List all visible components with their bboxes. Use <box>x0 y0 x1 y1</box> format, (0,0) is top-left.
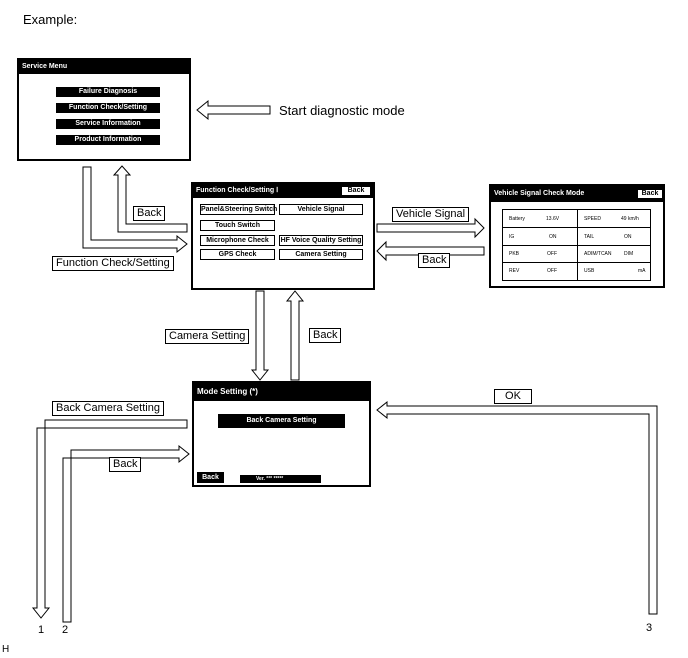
vehicle-signal-title: Vehicle Signal Check Mode <box>491 186 663 202</box>
back-label-4: Back <box>109 457 142 472</box>
back-to-service-arrow <box>112 165 188 233</box>
mode-setting-screen: Mode Setting (*) Back Camera Setting Bac… <box>192 381 371 487</box>
function-check-screen: Function Check/Setting Ⅰ Back Panel&Stee… <box>191 182 375 290</box>
signal-table-divider-h <box>503 262 650 263</box>
back-arrow-2 <box>62 444 190 623</box>
to-vehicle-signal-arrow <box>376 217 485 239</box>
function-check-back-button[interactable]: Back <box>341 186 371 196</box>
rev-label: REV <box>509 268 520 274</box>
to-back-camera-arrow <box>31 419 188 619</box>
vehicle-signal-button[interactable]: Vehicle Signal <box>279 204 363 215</box>
example-label: Example: <box>23 12 78 27</box>
gps-check-button[interactable]: GPS Check <box>200 249 275 260</box>
adim-label: ADIM/TCAN <box>584 251 612 257</box>
function-check-setting-label: Function Check/Setting <box>52 256 174 271</box>
back-from-vehicle-arrow <box>376 240 485 262</box>
ig-value: ON <box>549 234 557 240</box>
hf-voice-quality-button[interactable]: HF Voice Quality Setting <box>279 235 363 246</box>
ok-label: OK <box>494 389 532 404</box>
figure-code: H <box>2 644 10 655</box>
camera-setting-button[interactable]: Camera Setting <box>279 249 363 260</box>
back-camera-setting-label: Back Camera Setting <box>52 401 164 416</box>
tail-label: TAIL <box>584 234 595 240</box>
service-menu-screen: Service Menu Failure Diagnosis Function … <box>17 58 191 161</box>
vehicle-signal-label: Vehicle Signal <box>392 207 470 222</box>
failure-diagnosis-button[interactable]: Failure Diagnosis <box>56 87 160 97</box>
start-diagnostic-label: Start diagnostic mode <box>279 103 405 118</box>
back-label-2: Back <box>418 253 451 268</box>
to-mode-setting-arrow <box>250 290 270 381</box>
vehicle-signal-back-button[interactable]: Back <box>637 189 663 199</box>
back-label-3: Back <box>309 328 342 343</box>
number-3: 3 <box>646 622 653 634</box>
pkb-label: PKB <box>509 251 520 257</box>
vehicle-signal-screen: Vehicle Signal Check Mode Back Battery 1… <box>489 184 665 288</box>
back-from-mode-arrow <box>285 290 305 381</box>
function-check-setting-button[interactable]: Function Check/Setting <box>56 103 160 113</box>
back-label-1: Back <box>133 206 166 221</box>
usb-label: USB <box>584 268 595 274</box>
back-camera-setting-button[interactable]: Back Camera Setting <box>218 414 345 428</box>
mode-setting-back-button[interactable]: Back <box>197 472 224 483</box>
rev-value: OFF <box>547 268 557 274</box>
signal-table-divider-h <box>503 245 650 246</box>
service-information-button[interactable]: Service Information <box>56 119 160 129</box>
ok-arrow <box>376 400 658 615</box>
number-2: 2 <box>62 624 69 636</box>
signal-table: Battery 13.6V SPEED 49 km/h IG ON TAIL O… <box>502 209 651 281</box>
touch-switch-button[interactable]: Touch Switch <box>200 220 275 231</box>
tail-value: ON <box>624 234 632 240</box>
service-menu-title: Service Menu <box>19 60 189 74</box>
battery-label: Battery <box>509 216 525 222</box>
camera-setting-label: Camera Setting <box>165 329 250 344</box>
adim-value: DIM <box>624 251 634 257</box>
function-check-title: Function Check/Setting Ⅰ <box>193 184 373 198</box>
pkb-value: OFF <box>547 251 557 257</box>
microphone-check-button[interactable]: Microphone Check <box>200 235 275 246</box>
product-information-button[interactable]: Product Information <box>56 135 160 145</box>
number-1: 1 <box>38 624 45 636</box>
mode-setting-title: Mode Setting (*) <box>194 383 369 401</box>
usb-value: mA <box>638 268 646 274</box>
speed-label: SPEED <box>584 216 601 222</box>
start-arrow <box>196 99 271 121</box>
ig-label: IG <box>509 234 515 240</box>
panel-steering-switch-button[interactable]: Panel&Steering Switch <box>200 204 278 215</box>
speed-value: 49 km/h <box>621 216 639 222</box>
version-bar: Ver. *** ***** <box>240 475 321 483</box>
to-function-check-arrow <box>82 166 188 254</box>
battery-value: 13.6V <box>546 216 560 222</box>
signal-table-divider-h <box>503 227 650 228</box>
